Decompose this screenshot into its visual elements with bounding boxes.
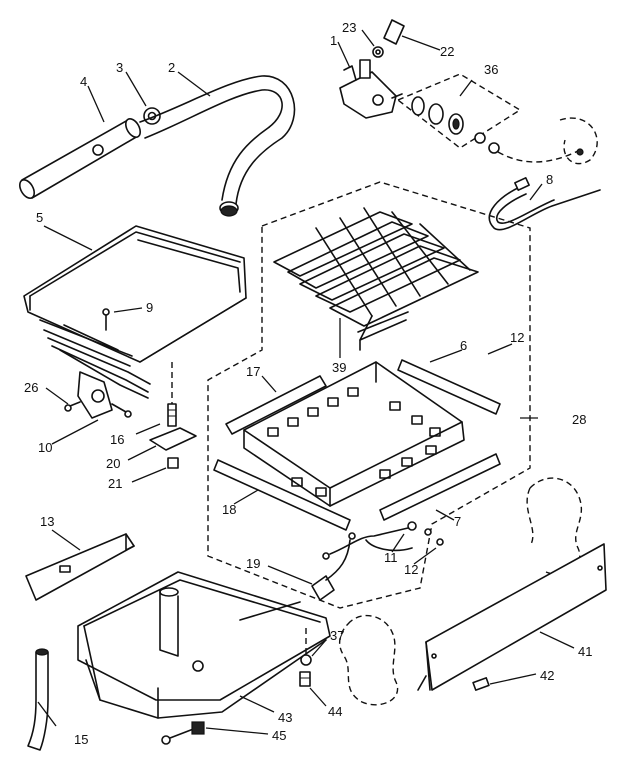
label-13: 13	[40, 514, 54, 529]
part-45-fitting	[161, 721, 205, 745]
part-2-hose	[139, 75, 296, 217]
label-5: 5	[36, 210, 43, 225]
part-3-nut	[143, 107, 161, 125]
label-41: 41	[578, 644, 592, 659]
label-12-bottom: 12	[404, 562, 418, 577]
part-1-valve	[339, 59, 403, 119]
label-19: 19	[246, 556, 260, 571]
part-22-fitting	[383, 19, 405, 45]
cutaway-outlines	[338, 477, 583, 706]
label-17: 17	[246, 364, 260, 379]
label-18: 18	[222, 502, 236, 517]
label-8: 8	[546, 172, 553, 187]
label-12-top: 12	[510, 330, 524, 345]
label-23: 23	[342, 20, 356, 35]
leader-lines	[37, 29, 575, 735]
part-7-rail	[379, 453, 501, 521]
label-37: 37	[330, 628, 344, 643]
part-18-rail	[213, 459, 351, 531]
part-5-tray	[23, 225, 247, 399]
label-44: 44	[328, 704, 342, 719]
label-26: 26	[24, 380, 38, 395]
part-6-rail	[397, 359, 501, 415]
part-11-wire	[322, 521, 444, 560]
part-19-connector	[311, 532, 356, 601]
label-11: 11	[384, 550, 398, 565]
part-15-hose	[27, 648, 49, 751]
label-2: 2	[168, 60, 175, 75]
part-44-screw	[299, 628, 311, 687]
basket-slots	[267, 387, 441, 497]
part-4-tube	[18, 118, 142, 199]
part-39-heater-grid	[273, 207, 479, 351]
part-23-washer	[372, 46, 384, 58]
label-7: 7	[454, 514, 461, 529]
label-20: 20	[106, 456, 120, 471]
part-42-screw	[472, 677, 490, 691]
part-10-switch	[64, 371, 132, 419]
label-21: 21	[108, 476, 122, 491]
label-42: 42	[540, 668, 554, 683]
label-1: 1	[330, 33, 337, 48]
part-21-nut	[167, 457, 179, 469]
label-9: 9	[146, 300, 153, 315]
label-45: 45	[272, 728, 286, 743]
label-22: 22	[440, 44, 454, 59]
part-36-fittings	[396, 73, 598, 165]
label-6: 6	[460, 338, 467, 353]
label-4: 4	[80, 74, 87, 89]
part-37-washer	[300, 654, 312, 666]
part-28-assembly-outline	[207, 181, 531, 609]
part-basket	[213, 359, 501, 531]
part-16-screw	[167, 362, 177, 427]
part-43-bin	[77, 571, 331, 719]
label-28: 28	[572, 412, 586, 427]
part-8-tube	[488, 177, 601, 231]
label-36: 36	[484, 62, 498, 77]
label-10: 10	[38, 440, 52, 455]
part-20-bracket	[149, 427, 197, 451]
label-15: 15	[74, 732, 88, 747]
label-43: 43	[278, 710, 292, 725]
part-17-rail	[225, 375, 327, 435]
label-16: 16	[110, 432, 124, 447]
part-13-panel	[25, 533, 135, 601]
label-3: 3	[116, 60, 123, 75]
label-39: 39	[332, 360, 346, 375]
part-41-panel	[417, 543, 607, 691]
callout-labels: 1 2 3 4 5 6 7 8 9 10 11 12 12 13 15 16 1…	[24, 20, 592, 747]
